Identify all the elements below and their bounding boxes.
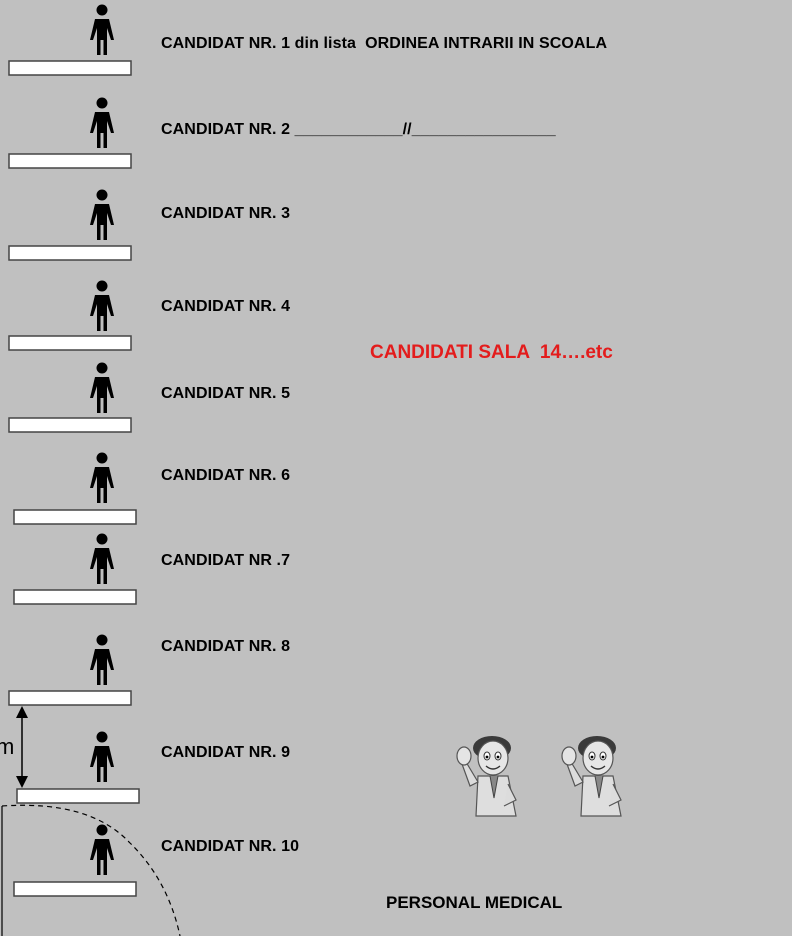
person-icon — [90, 5, 114, 56]
mat — [9, 61, 131, 75]
mat — [9, 336, 131, 350]
candidate-label: CANDIDAT NR. 6 — [161, 467, 290, 485]
candidate-label: CANDIDAT NR .7 — [161, 552, 290, 570]
person-icon — [90, 363, 114, 414]
person-icon — [90, 732, 114, 783]
candidate-label: CANDIDAT NR. 4 — [161, 298, 290, 316]
candidate-label: CANDIDAT NR. 5 — [161, 385, 290, 403]
person-icon — [90, 635, 114, 686]
mat — [14, 882, 136, 896]
candidate-label: CANDIDAT NR. 1 din lista ORDINEA INTRARI… — [161, 35, 607, 53]
person-icon — [90, 825, 114, 876]
person-icon — [90, 281, 114, 332]
candidate-label: CANDIDAT NR. 10 — [161, 838, 299, 856]
mat — [9, 246, 131, 260]
person-icon — [90, 190, 114, 241]
mat — [9, 154, 131, 168]
room-label: CANDIDATI SALA 14….etc — [370, 342, 613, 364]
mat — [9, 691, 131, 705]
distance-label: m — [0, 734, 14, 760]
candidate-label: CANDIDAT NR. 9 — [161, 744, 290, 762]
person-icon — [90, 453, 114, 504]
medical-staff-label: PERSONAL MEDICAL — [386, 893, 562, 913]
candidate-label: CANDIDAT NR. 8 — [161, 638, 290, 656]
candidate-label: CANDIDAT NR. 2 ____________//___________… — [161, 121, 556, 139]
dashed-boundary — [2, 805, 180, 936]
doctor-icon — [457, 736, 516, 816]
mat — [14, 590, 136, 604]
mat — [9, 418, 131, 432]
person-icon — [90, 534, 114, 585]
candidate-label: CANDIDAT NR. 3 — [161, 205, 290, 223]
double-arrow-icon — [16, 706, 28, 788]
mat — [14, 510, 136, 524]
mat — [17, 789, 139, 803]
doctor-icon — [562, 736, 621, 816]
person-icon — [90, 98, 114, 149]
